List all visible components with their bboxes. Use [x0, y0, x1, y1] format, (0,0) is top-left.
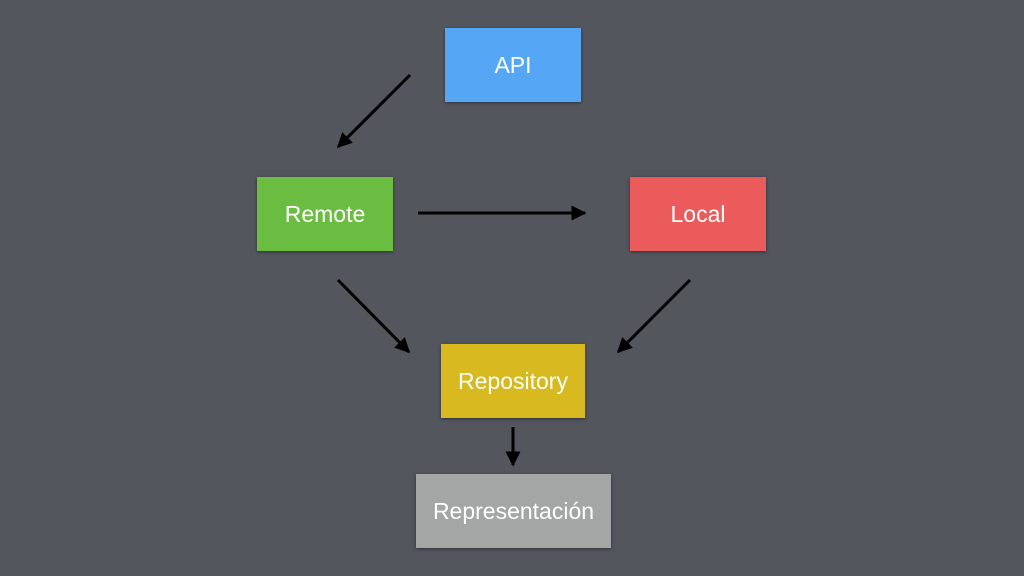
node-local: Local: [630, 177, 766, 251]
arrow-remote-to-repository: [336, 278, 411, 354]
node-api: API: [445, 28, 581, 102]
node-local-label: Local: [670, 200, 726, 227]
arrow-local-to-repository: [616, 278, 692, 354]
node-api-label: API: [494, 51, 532, 78]
node-repository-label: Repository: [458, 367, 568, 394]
arrow-api-to-remote: [336, 73, 412, 149]
node-remote-label: Remote: [284, 200, 366, 227]
node-repository: Repository: [441, 344, 585, 418]
node-representacion-label: Representación: [432, 497, 595, 524]
node-representacion: Representación: [416, 474, 611, 548]
node-remote: Remote: [257, 177, 393, 251]
